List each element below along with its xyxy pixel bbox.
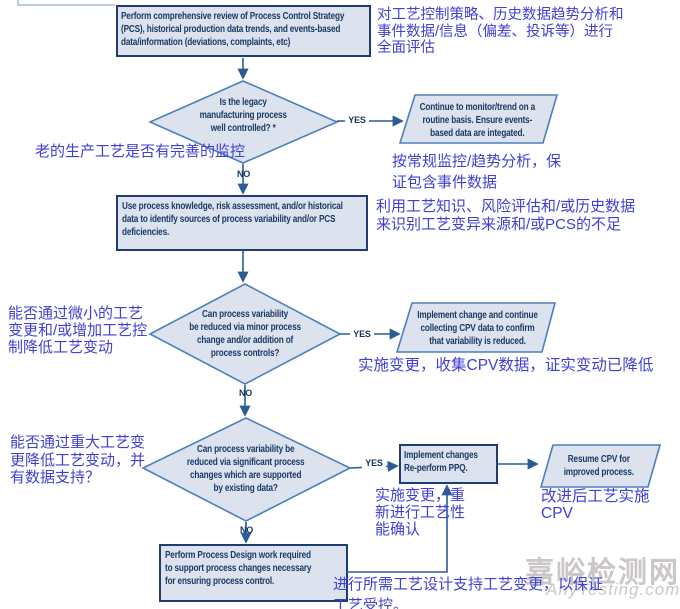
minor-decision-text: Can process variability be reduced via m… — [189, 309, 301, 359]
identify-box-text: Use process knowledge, risk assessment, … — [122, 201, 343, 238]
legacy-decision-diamond — [148, 80, 340, 164]
review-box-text: Perform comprehensive review of Process … — [121, 11, 345, 48]
implement-cpv-text-wrap: Implement change and continue collecting… — [399, 306, 555, 350]
minor-change-decision-diamond — [148, 283, 342, 385]
monitor-zh-note: 按常规监控/趋势分析，保 证包含事件数据 — [392, 153, 562, 191]
legacy-zh-note: 老的生产工艺是否有完善的监控 — [35, 143, 246, 160]
resume-cpv-parallelogram — [539, 444, 662, 488]
legacy-yes-label: YES — [345, 115, 369, 126]
resume-cpv-text: Resume CPV for improved process. — [563, 454, 635, 478]
minor-zh-note: 能否通过微小的工艺 变更和/或增加工艺控 制降低工艺变动 — [8, 305, 148, 356]
significant-yes-label: YES — [362, 458, 386, 469]
significant-no-label: NO — [239, 525, 254, 535]
identify-zh-note: 利用工艺知识、风险评估和/或历史数据 来识别工艺变异来源和/或PCS的不足 — [376, 198, 636, 233]
watermark-site-name: 嘉峪检测网 — [525, 557, 680, 589]
significant-zh-note: 能否通过重大工艺变 更降低工艺变动，并 有数据支持？ — [10, 434, 146, 486]
legacy-decision-text-wrap: Is the legacy manufacturing process well… — [150, 82, 337, 148]
legacy-decision-text: Is the legacy manufacturing process well… — [199, 96, 288, 134]
implement-cpv-parallelogram — [395, 302, 557, 353]
ppq-zh-note: 实施变更，重 新进行工艺性 能确认 — [375, 487, 466, 538]
process-design-zh-note: 进行所需工艺设计支持工艺变更，以保证 工艺受控。 — [333, 576, 604, 609]
monitor-text: Continue to monitor/trend on a routine b… — [419, 101, 535, 139]
resume-cpv-zh-note: 改进后工艺实施CPV — [541, 488, 650, 522]
review-box — [116, 5, 371, 57]
monitor-text-wrap: Continue to monitor/trend on a routine b… — [397, 97, 557, 143]
minor-no-label: NO — [238, 388, 253, 398]
minor-decision-text-wrap: Can process variability be reduced via m… — [150, 287, 340, 381]
monitor-parallelogram — [398, 94, 559, 144]
significant-change-decision-diamond — [141, 417, 352, 522]
implement-cpv-text: Implement change and continue collecting… — [416, 309, 538, 347]
process-design-text: Perform Process Design work required to … — [165, 550, 312, 587]
arrow-design-to-ppq — [347, 484, 453, 573]
significant-decision-text: Can process variability be reduced via s… — [187, 444, 305, 494]
ppq-box — [399, 444, 498, 484]
implement-cpv-zh-note: 实施变更，收集CPV数据，证实变动已降低 — [358, 357, 654, 374]
review-zh-note: 对工艺控制策略、历史数据趋势分析和 事件数据/信息（偏差、投诉等）进行 全面评估 — [377, 7, 624, 56]
minor-yes-label: YES — [350, 329, 374, 340]
process-design-box — [159, 544, 348, 602]
resume-cpv-text-wrap: Resume CPV for improved process. — [541, 447, 657, 485]
watermark-domain: AnyTesting.com — [546, 580, 680, 599]
ppq-box-text: Implement changes Re-perform PPQ. — [404, 450, 478, 474]
legacy-no-label: NO — [236, 169, 251, 179]
frame-corner-line — [17, 0, 115, 6]
identify-box — [116, 195, 368, 251]
significant-decision-text-wrap: Can process variability be reduced via s… — [145, 421, 347, 517]
